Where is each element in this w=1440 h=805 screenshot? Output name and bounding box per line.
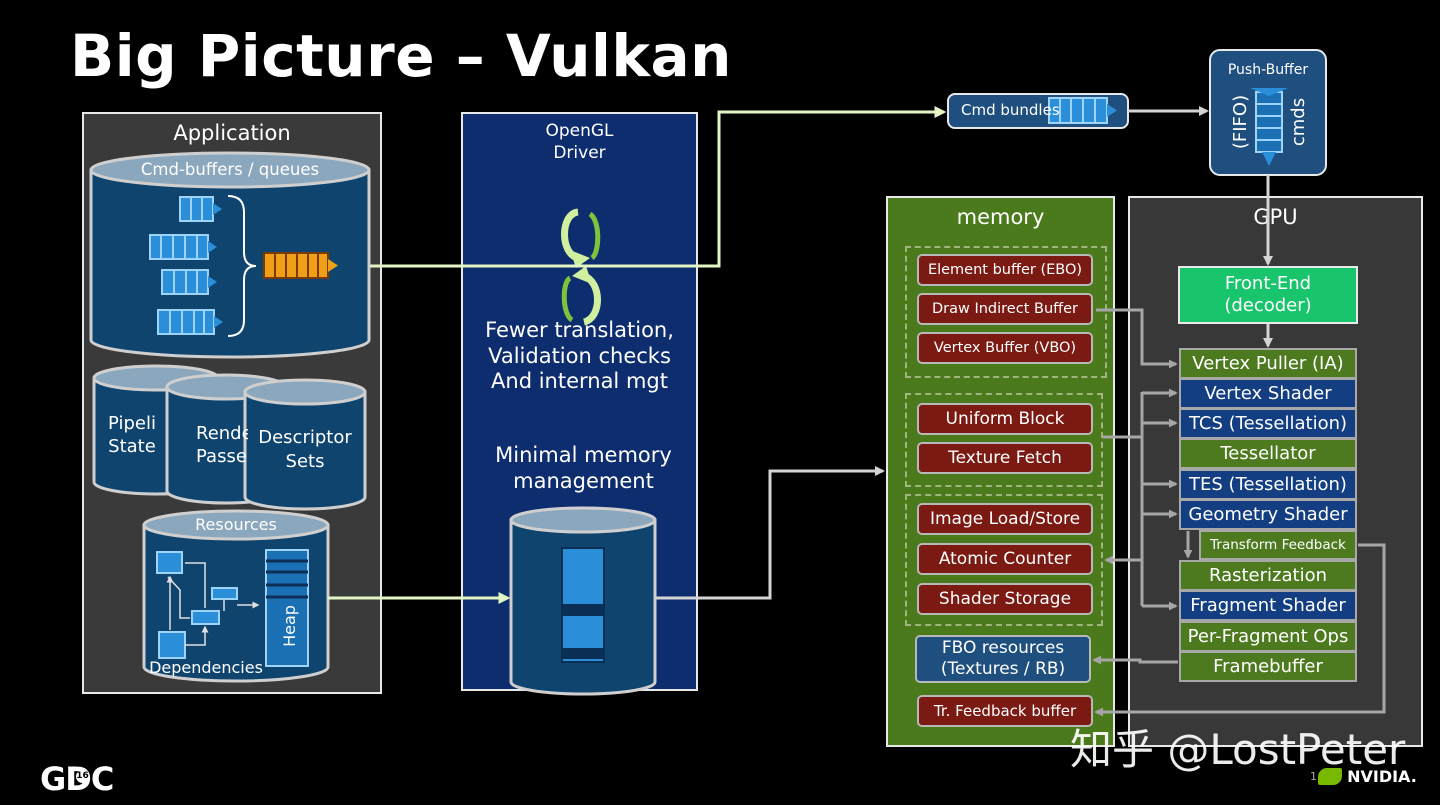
memory-shader-storage: Shader Storage — [917, 583, 1093, 615]
gpu-label: GPU — [1253, 205, 1298, 229]
gdc-logo: GDC16 — [40, 760, 114, 798]
gpu-stage-geometry-shader: Geometry Shader — [1179, 499, 1357, 530]
gpu-stage-fragment-shader: Fragment Shader — [1179, 590, 1357, 621]
gpu-front-end: Front-End (decoder) — [1178, 266, 1358, 324]
gpu-stage-transform-feedback: Transform Feedback — [1199, 530, 1357, 560]
memory-vertex-buffer: Vertex Buffer (VBO) — [917, 332, 1093, 364]
dependencies-label: Dependencies — [149, 658, 263, 677]
memory-group-storage — [905, 494, 1103, 626]
driver-text-memory: Minimal memory management — [495, 443, 672, 493]
push-buffer-cmds-label: cmds — [1288, 97, 1309, 147]
descriptor-sets-label: Descriptor Sets — [258, 427, 352, 472]
memory-to-gpu-connectors — [1092, 308, 1386, 717]
page-title: Big Picture – Vulkan — [70, 22, 732, 90]
application-label: Application — [173, 121, 291, 145]
nvidia-logo-text: NVIDIA. — [1347, 767, 1417, 786]
command-queues — [149, 195, 338, 337]
gpu-stage-tcs: TCS (Tessellation) — [1179, 408, 1357, 439]
memory-texture-fetch: Texture Fetch — [917, 442, 1093, 474]
nvidia-logo: NVIDIA. — [1318, 766, 1417, 788]
nvidia-eye-icon — [1318, 768, 1342, 785]
cmd-bundles-label: Cmd bundles — [961, 101, 1060, 119]
gpu-stage-tessellator: Tessellator — [1179, 438, 1357, 469]
driver-memory-database — [509, 506, 657, 696]
descriptor-sets-database — [243, 378, 367, 511]
gpu-stage-framebuffer: Framebuffer — [1179, 651, 1357, 682]
connector-queue-to-bundles — [370, 106, 947, 268]
dependency-graph-icon — [156, 551, 260, 659]
connector-driver-to-memory — [655, 466, 885, 600]
push-buffer-fifo-label: (FIFO) — [1230, 94, 1251, 150]
memory-group-buffers — [905, 246, 1107, 378]
page-number: 1 — [1310, 770, 1317, 783]
pipeline-state-label: Pipeli State — [108, 413, 156, 457]
watermark: 知乎 @LostPeter — [1070, 725, 1406, 774]
merged-queue-icon — [263, 252, 338, 279]
memory-group-uniform — [905, 393, 1103, 487]
resources-label: Resources — [195, 515, 277, 534]
driver-label: OpenGL Driver — [545, 121, 614, 163]
memory-atomic-counter: Atomic Counter — [917, 543, 1093, 575]
memory-draw-indirect-buffer: Draw Indirect Buffer — [917, 293, 1093, 325]
cmd-buffers-label: Cmd-buffers / queues — [140, 160, 320, 179]
memory-element-buffer: Element buffer (EBO) — [917, 254, 1093, 286]
queue-icon — [157, 309, 223, 335]
memory-label: memory — [956, 205, 1045, 229]
heap-label: Heap — [279, 605, 299, 647]
queue-icon — [179, 196, 222, 222]
memory-tr-feedback-buffer: Tr. Feedback buffer — [917, 695, 1093, 727]
queue-icon — [149, 234, 217, 260]
render-passes-label: Rende Passe — [196, 423, 248, 467]
memory-uniform-block: Uniform Block — [917, 403, 1093, 435]
gpu-stage-tes: TES (Tessellation) — [1179, 469, 1357, 500]
gdc-badge: 16 — [76, 770, 89, 783]
queue-icon — [161, 269, 217, 295]
cmd-bundles-capsule — [947, 93, 1129, 129]
memory-fbo-resources: FBO resources (Textures / RB) — [915, 635, 1091, 683]
driver-text-translation: Fewer translation, Validation checks And… — [485, 318, 674, 393]
refresh-cycle-icon — [561, 208, 601, 326]
brace-icon — [227, 195, 257, 337]
push-buffer-label: Push-Buffer — [1227, 62, 1309, 78]
push-buffer-box — [1209, 49, 1327, 176]
heap-icon — [265, 549, 309, 667]
memory-image-load-store: Image Load/Store — [917, 503, 1093, 535]
